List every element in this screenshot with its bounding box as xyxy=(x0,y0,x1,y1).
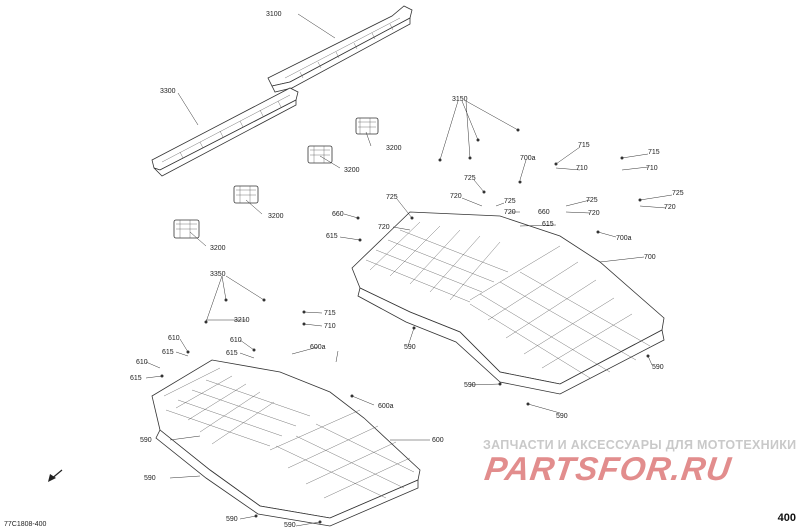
callout-720: 720 xyxy=(664,204,676,211)
callout-700a: 700a xyxy=(520,155,536,162)
callout-3300: 3300 xyxy=(160,88,176,95)
callout-3150: 3150 xyxy=(452,96,468,103)
callout-615: 615 xyxy=(162,349,174,356)
callout-615: 615 xyxy=(326,233,338,240)
callout-720: 720 xyxy=(378,224,390,231)
callout-3200: 3200 xyxy=(386,145,402,152)
callout-700: 700 xyxy=(644,254,656,261)
callout-600a: 600a xyxy=(310,344,326,351)
part-3200-bracket-b xyxy=(307,145,333,164)
callout-715: 715 xyxy=(324,310,336,317)
callout-700a: 700a xyxy=(616,235,632,242)
callout-725: 725 xyxy=(386,194,398,201)
fasteners xyxy=(160,128,650,524)
direction-arrow-icon xyxy=(48,469,63,482)
callout-600a: 600a xyxy=(378,403,394,410)
callout-3350: 3350 xyxy=(210,271,226,278)
callout-725: 725 xyxy=(464,175,476,182)
callout-725: 725 xyxy=(586,197,598,204)
callout-710: 710 xyxy=(324,323,336,330)
watermark-tagline: ЗАПЧАСТИ И АКСЕССУАРЫ ДЛЯ МОТОТЕХНИКИ xyxy=(483,438,797,452)
page-number: 400 xyxy=(777,512,796,524)
callout-590: 590 xyxy=(556,413,568,420)
callout-3200: 3200 xyxy=(210,245,226,252)
part-3200-bracket-c xyxy=(233,185,259,204)
callout-590: 590 xyxy=(144,475,156,482)
callout-590: 590 xyxy=(652,364,664,371)
callout-labels: 3100 3300 3200 3200 3200 3200 3150 715 710 700a 71… xyxy=(130,11,684,529)
part-3100-rail xyxy=(267,5,413,93)
diagram-code: 77C1808-400 xyxy=(4,521,47,528)
callout-590: 590 xyxy=(464,382,476,389)
callout-725: 725 xyxy=(504,198,516,205)
part-3300-rail xyxy=(151,87,299,177)
callout-590: 590 xyxy=(140,437,152,444)
callout-610: 610 xyxy=(230,337,242,344)
callout-3200: 3200 xyxy=(344,167,360,174)
callout-615: 615 xyxy=(226,350,238,357)
leader-lines xyxy=(145,13,673,527)
callout-615: 615 xyxy=(130,375,142,382)
callout-715: 715 xyxy=(578,142,590,149)
callout-600: 600 xyxy=(432,437,444,444)
callout-720: 720 xyxy=(588,210,600,217)
callout-590: 590 xyxy=(226,516,238,523)
callout-3100: 3100 xyxy=(266,11,282,18)
callout-660: 660 xyxy=(332,211,344,218)
callout-710: 710 xyxy=(576,165,588,172)
callout-715: 715 xyxy=(648,149,660,156)
callout-615: 615 xyxy=(542,221,554,228)
part-700-rear-floor xyxy=(351,211,665,395)
callout-710: 710 xyxy=(646,165,658,172)
callout-590: 590 xyxy=(404,344,416,351)
callout-610: 610 xyxy=(136,359,148,366)
part-600-front-floor xyxy=(151,359,421,527)
callout-610: 610 xyxy=(168,335,180,342)
part-3200-bracket-a xyxy=(355,117,379,135)
callout-720: 720 xyxy=(504,209,516,216)
watermark-logo: PARTSFOR.RU xyxy=(482,450,734,487)
callout-660: 660 xyxy=(538,209,550,216)
callout-3210: 3210 xyxy=(234,317,250,324)
callout-3200: 3200 xyxy=(268,213,284,220)
part-3200-bracket-d xyxy=(173,219,200,239)
callout-590: 590 xyxy=(284,522,296,529)
callout-720: 720 xyxy=(450,193,462,200)
callout-725: 725 xyxy=(672,190,684,197)
